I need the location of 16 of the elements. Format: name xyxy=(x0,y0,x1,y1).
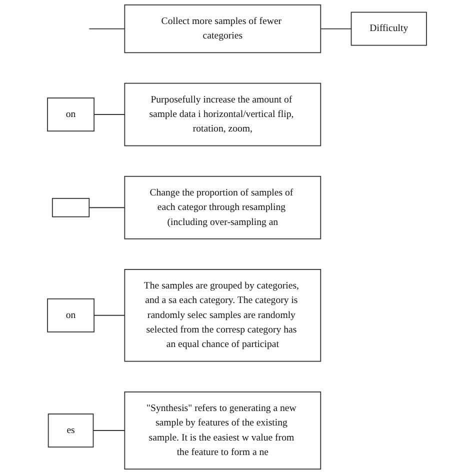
connector xyxy=(94,114,126,115)
node-box: Purposefully increase the amount of sample data i horizontal/vertical flip, rotation, zoom, xyxy=(124,82,322,146)
connector xyxy=(94,314,126,316)
node-box xyxy=(52,198,90,218)
node-box: Change the proportion of samples of each categor through resampling (including over-sampling an xyxy=(124,176,322,240)
node-box: on xyxy=(47,98,95,132)
node-box: Collect more samples of fewer categories xyxy=(124,4,322,54)
node-box: on xyxy=(47,298,95,332)
node-box: es xyxy=(48,414,94,448)
node-box: The samples are grouped by categories, and a sa each category. The category is randomly selec samples are randomly selected from the corresp category has an equal chance of participat xyxy=(124,269,322,362)
connector xyxy=(320,28,352,30)
node-box: "Synthesis" refers to generating a new sample by features of the existing sample. It is the easiest w value from the feature to form a ne xyxy=(124,391,322,470)
node-box: Difficulty xyxy=(350,12,427,46)
connector xyxy=(88,28,126,30)
connector xyxy=(92,430,126,431)
connector xyxy=(88,207,126,208)
